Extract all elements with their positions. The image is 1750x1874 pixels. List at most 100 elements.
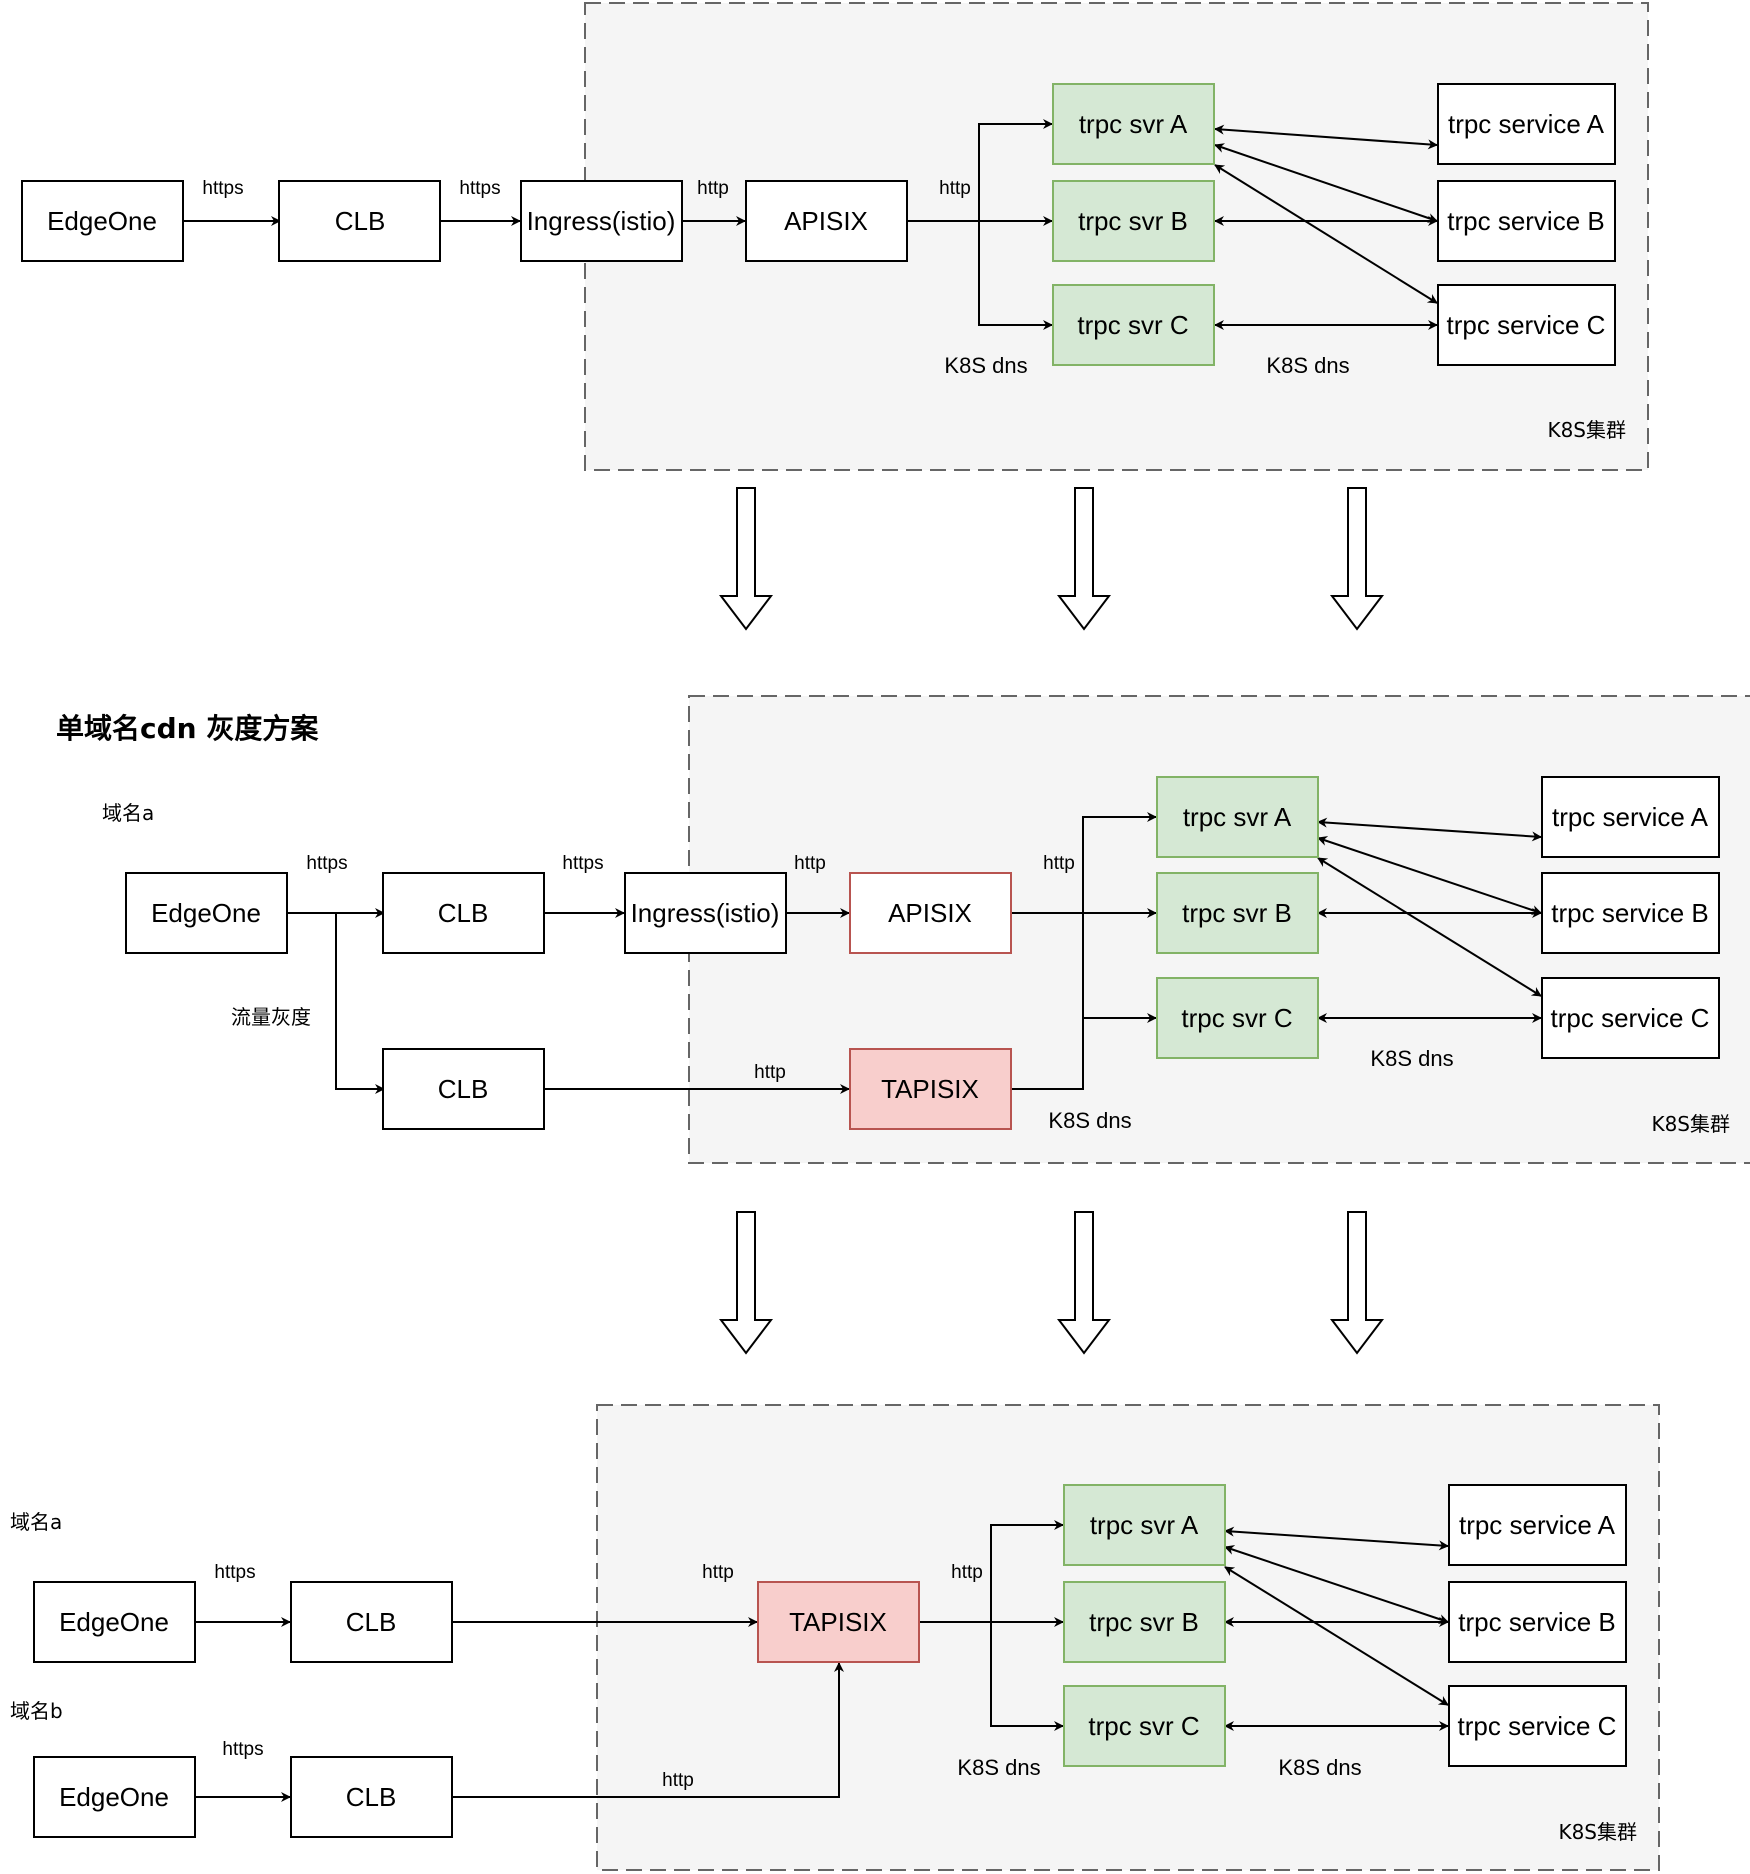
trpc-svr-b-label: trpc svr B — [1078, 206, 1188, 236]
clb-a-node — [290, 1581, 453, 1663]
trpc-svr-c-node — [1063, 1685, 1226, 1767]
edge-label-https: https — [202, 178, 243, 199]
k8s-dns-label: K8S dns — [944, 353, 1027, 378]
edge-label-http: http — [702, 1562, 734, 1583]
k8s-cluster-label-2: K8S集群 — [1651, 1112, 1730, 1136]
down-arrow-icon — [1329, 487, 1385, 631]
trpc-service-b-node — [1448, 1581, 1627, 1663]
trpc-svr-a-label: trpc svr A — [1079, 109, 1188, 139]
clb-label: CLB — [346, 1782, 397, 1812]
edge-label-http: http — [951, 1562, 983, 1583]
edgeone-label: EdgeOne — [59, 1782, 169, 1812]
edge-apisix-svr-a — [978, 119, 1053, 221]
tapisix-label: TAPISIX — [881, 1074, 979, 1104]
edge-label-http: http — [662, 1770, 694, 1791]
clb-gray-node — [382, 1048, 545, 1130]
ingress-label: Ingress(istio) — [527, 206, 676, 236]
edge-label-https: https — [214, 1562, 255, 1583]
trpc-service-b-node — [1541, 872, 1720, 954]
edge-svr-a-service-a — [1214, 124, 1438, 150]
trpc-service-a-label: trpc service A — [1459, 1510, 1616, 1540]
trpc-svr-b-node — [1156, 872, 1319, 954]
trpc-service-a-label: trpc service A — [1552, 802, 1709, 832]
edge-clb-b-tapisix — [453, 1662, 844, 1798]
edgeone-label: EdgeOne — [47, 206, 157, 236]
transition-arrows-2 — [718, 1211, 1385, 1355]
edge-label-https: https — [222, 1739, 263, 1760]
down-arrow-icon — [718, 1211, 774, 1355]
clb-node — [278, 180, 441, 262]
trpc-svr-a-node — [1063, 1484, 1226, 1566]
k8s-dns-label: K8S dns — [957, 1755, 1040, 1780]
clb-label: CLB — [346, 1607, 397, 1637]
edge-svr-a-service-c — [1214, 164, 1438, 304]
edge-tapisix-svr-c — [990, 1622, 1064, 1731]
domain-b-label: 域名b — [10, 1699, 63, 1723]
clb-label: CLB — [335, 206, 386, 236]
trpc-service-b-node — [1437, 180, 1616, 262]
trpc-service-c-node — [1437, 284, 1616, 366]
edgeone-node — [21, 180, 184, 262]
trpc-svr-a-label: trpc svr A — [1090, 1510, 1199, 1540]
trpc-svr-c-node — [1052, 284, 1215, 366]
domain-a-label: 域名a — [102, 801, 154, 825]
trpc-svr-a-label: trpc svr A — [1183, 802, 1292, 832]
tapisix-node — [757, 1581, 920, 1663]
trpc-svr-b-node — [1063, 1581, 1226, 1663]
trpc-svr-b-node — [1052, 180, 1215, 262]
down-arrow-icon — [1056, 487, 1112, 631]
edge-label-http: http — [794, 853, 826, 874]
edgeone-a-node — [33, 1581, 196, 1663]
edge-svr-a-service-a — [1317, 817, 1542, 842]
trpc-service-c-label: trpc service C — [1458, 1711, 1617, 1741]
trpc-service-c-node — [1541, 977, 1720, 1059]
trpc-svr-c-label: trpc svr C — [1088, 1711, 1199, 1741]
down-arrow-icon — [718, 487, 774, 631]
tapisix-label: TAPISIX — [789, 1607, 887, 1637]
section-3-dual-domain: K8S集群 域名a 域名b https https http http http… — [10, 1404, 1660, 1871]
k8s-dns-label: K8S dns — [1266, 353, 1349, 378]
trpc-service-c-node — [1448, 1685, 1627, 1767]
ingress-label: Ingress(istio) — [631, 898, 780, 928]
edge-tapisix-svr-a — [1011, 812, 1157, 1090]
edgeone-node — [125, 872, 288, 954]
section-1-current-architecture: K8S集群 https https http http K8S dns K8S … — [21, 2, 1649, 471]
k8s-cluster-label-1: K8S集群 — [1547, 418, 1626, 442]
apisix-label: APISIX — [888, 898, 972, 928]
k8s-dns-label: K8S dns — [1278, 1755, 1361, 1780]
trpc-service-b-label: trpc service B — [1447, 206, 1605, 236]
trpc-svr-c-label: trpc svr C — [1181, 1003, 1292, 1033]
k8s-dns-label: K8S dns — [1370, 1046, 1453, 1071]
edge-label-http: http — [754, 1062, 786, 1083]
section-2-single-domain-gray: K8S集群 单域名cdn 灰度方案 域名a https https http h… — [56, 695, 1750, 1164]
edgeone-label: EdgeOne — [151, 898, 261, 928]
down-arrow-icon — [1329, 1211, 1385, 1355]
edge-tapisix-svr-a — [990, 1520, 1064, 1622]
trpc-svr-a-node — [1156, 776, 1319, 858]
edge-apisix-svr-c — [978, 221, 1053, 330]
tapisix-node — [849, 1048, 1012, 1130]
trpc-svr-c-label: trpc svr C — [1077, 310, 1188, 340]
down-arrow-icon — [1056, 1211, 1112, 1355]
edge-svr-a-service-c — [1317, 857, 1542, 997]
edge-svr-a-service-c — [1224, 1566, 1449, 1706]
trpc-service-b-label: trpc service B — [1551, 898, 1709, 928]
trpc-svr-b-label: trpc svr B — [1182, 898, 1292, 928]
apisix-label: APISIX — [784, 206, 868, 236]
edge-label-http: http — [697, 178, 729, 199]
clb-label: CLB — [438, 1074, 489, 1104]
traffic-gray-label: 流量灰度 — [231, 1005, 311, 1029]
clb-node — [382, 872, 545, 954]
edge-edgeone-clb-gray — [335, 913, 385, 1094]
trpc-svr-c-node — [1156, 977, 1319, 1059]
trpc-service-a-node — [1448, 1484, 1627, 1566]
edge-label-https: https — [306, 853, 347, 874]
trpc-service-a-node — [1437, 83, 1616, 165]
edgeone-b-node — [33, 1756, 196, 1838]
edge-label-https: https — [562, 853, 603, 874]
edge-svr-a-service-a — [1224, 1526, 1449, 1551]
apisix-node — [745, 180, 908, 262]
trpc-svr-a-node — [1052, 83, 1215, 165]
trpc-service-c-label: trpc service C — [1447, 310, 1606, 340]
